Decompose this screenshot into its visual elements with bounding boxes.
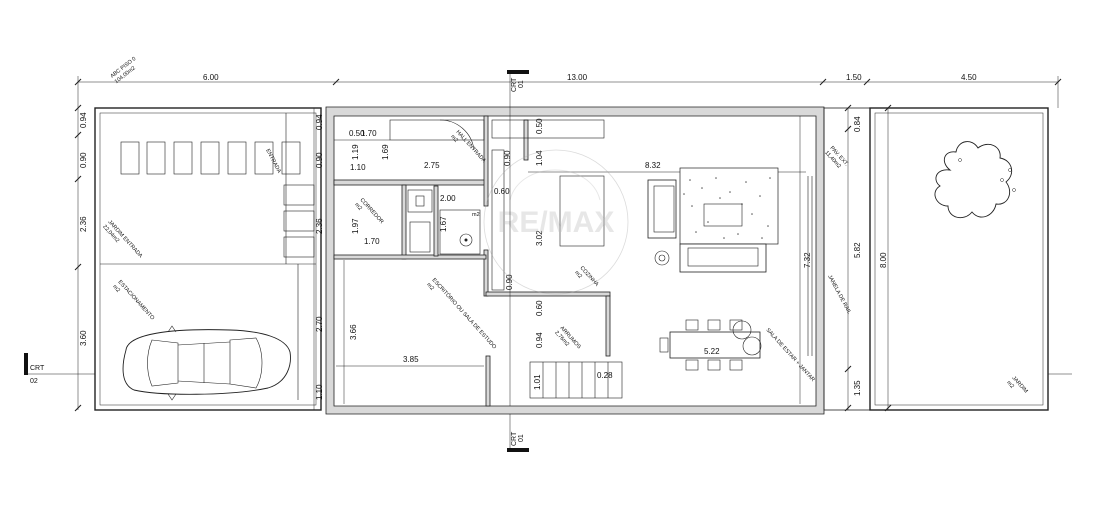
section-left-label: CRT xyxy=(30,365,45,372)
dining-table xyxy=(669,331,761,359)
dim-1-10: 1.10 xyxy=(350,163,366,172)
dim-8-32: 8.32 xyxy=(645,161,661,170)
dim-overall-1-5: 1.50 xyxy=(846,73,862,82)
dim-right-8-00: 8.00 xyxy=(879,252,888,268)
room-label-wc: m2 xyxy=(472,212,480,218)
living-area: 7.32 xyxy=(647,116,812,404)
hall-area: 0.50 1.70 1.19 1.69 1.10 2.75 0.50 0.90 … xyxy=(334,118,806,173)
dim-7-32: 7.32 xyxy=(803,252,812,268)
dim-left-0-90: 0.90 xyxy=(79,152,88,168)
dim-overall-13: 13.00 xyxy=(567,73,588,82)
house-walls xyxy=(325,106,825,415)
svg-text:CORREDOR: CORREDOR xyxy=(359,197,385,225)
kitchen-stairs: 3.02 0.90 0.60 0.94 1.01 COZINHA m2 ARRU… xyxy=(491,149,623,399)
dim-1-04: 1.04 xyxy=(535,150,544,166)
room-label-arrumos: ARRUMOS 2,76m2 xyxy=(553,325,582,350)
watermark-text: RE/MAX xyxy=(498,206,615,239)
room-label-estacionamento: ESTACIONAMENTO m2 xyxy=(111,279,156,322)
section-top-num: 01 xyxy=(518,80,525,88)
rug-pattern xyxy=(683,177,771,239)
dim-inner-0-90: 0.90 xyxy=(315,152,324,168)
dim-0-28: 0.28 xyxy=(597,371,613,380)
section-mark-top: CRT 01 xyxy=(507,70,529,104)
dim-2-00: 2.00 xyxy=(440,194,456,203)
top-dimension-line: 6.00 13.00 1.50 4.50 xyxy=(74,73,1062,108)
left-lot: ENTRADA JARDIM ENTRADA 22,04m2 ESTACIONA… xyxy=(94,107,324,411)
svg-text:m2: m2 xyxy=(573,270,583,280)
dim-1-70-a: 1.70 xyxy=(361,129,377,138)
lamp-icon xyxy=(654,250,670,266)
room-label-hall: HALL ENTRADA m2 xyxy=(449,129,487,164)
dim-left-0-94: 0.94 xyxy=(79,112,88,128)
coffee-table xyxy=(703,203,743,227)
room-label-jardim-entrada: JARDIM ENTRADA 22,04m2 xyxy=(101,219,143,259)
dim-1-70-b: 1.70 xyxy=(364,237,380,246)
svg-text:m2: m2 xyxy=(353,202,363,212)
entrance-paving xyxy=(120,141,315,258)
dim-1-19: 1.19 xyxy=(351,144,360,160)
dim-0-50-b: 0.50 xyxy=(535,118,544,134)
svg-text:m2: m2 xyxy=(425,282,435,292)
dim-3-66: 3.66 xyxy=(349,324,358,340)
dim-left-3-60: 3.60 xyxy=(79,330,88,346)
dim-1-69: 1.69 xyxy=(381,144,390,160)
dim-0-90-a: 0.90 xyxy=(503,150,512,166)
dim-left-2-36: 2.36 xyxy=(79,216,88,232)
room-label-cozinha: COZINHA m2 xyxy=(573,265,599,288)
dim-overall-4-5: 4.50 xyxy=(961,73,977,82)
section-top-label: CRT xyxy=(511,77,518,92)
dim-0-60-a: 0.60 xyxy=(494,187,510,196)
dim-0-60-b: 0.60 xyxy=(535,300,544,316)
dim-inner-2-36: 2.36 xyxy=(315,218,324,234)
section-bottom-label: CRT xyxy=(511,431,518,446)
left-dimension-line: 0.94 0.90 2.36 3.60 xyxy=(74,104,88,412)
right-garden: 8.00 JARDIM m2 xyxy=(869,104,1049,412)
dim-3-85: 3.85 xyxy=(403,355,419,364)
rug xyxy=(679,167,779,245)
dining-area: 5.22 SALA DE ESTAR + JANTAR xyxy=(659,319,816,383)
svg-text:m2: m2 xyxy=(1005,380,1015,390)
tree-icon xyxy=(934,141,1016,219)
svg-text:m2: m2 xyxy=(111,284,121,294)
svg-text:HALL ENTRADA: HALL ENTRADA xyxy=(455,129,487,164)
dim-overall-6: 6.00 xyxy=(203,73,219,82)
dim-1-97: 1.97 xyxy=(351,218,360,234)
dim-2-75: 2.75 xyxy=(424,161,440,170)
dim-right-0-84: 0.84 xyxy=(853,116,862,132)
dim-1-01: 1.01 xyxy=(533,374,542,390)
section-bottom-num: 01 xyxy=(518,434,525,442)
dim-0-90-b: 0.90 xyxy=(505,274,514,290)
dim-inner-0-94: 0.94 xyxy=(315,114,324,130)
svg-text:ESTACIONAMENTO: ESTACIONAMENTO xyxy=(117,279,156,322)
section-mark-left: CRT 02 xyxy=(24,353,95,385)
section-left-num: 02 xyxy=(30,378,38,385)
floor-area-label: ABC PISO 0 104,00m2 xyxy=(110,56,138,85)
dim-inner-2-70: 2.70 xyxy=(315,316,324,332)
car-icon xyxy=(122,325,291,401)
office-area: 3.66 3.85 ESCRITÓRIO OU SALA DE ESTUDO m… xyxy=(336,260,498,404)
sofa-left xyxy=(647,179,677,239)
room-label-jardim: JARDIM m2 xyxy=(1005,375,1029,395)
staircase xyxy=(529,361,623,399)
svg-text:m2: m2 xyxy=(449,134,459,144)
dim-1-67: 1.67 xyxy=(439,216,448,232)
dim-5-22: 5.22 xyxy=(704,347,720,356)
remax-watermark: RE/MAX xyxy=(483,149,629,295)
dim-right-5-82: 5.82 xyxy=(853,242,862,258)
dim-right-1-35: 1.35 xyxy=(853,380,862,396)
dim-0-94: 0.94 xyxy=(535,332,544,348)
room-label-pav-ext: PAV. EXT. 11,40m2 xyxy=(823,145,849,169)
dim-0-50-a: 0.50 xyxy=(349,129,365,138)
sofa-bottom xyxy=(679,243,767,273)
dim-3-02: 3.02 xyxy=(535,230,544,246)
dim-inner-1-10: 1.10 xyxy=(315,384,324,400)
